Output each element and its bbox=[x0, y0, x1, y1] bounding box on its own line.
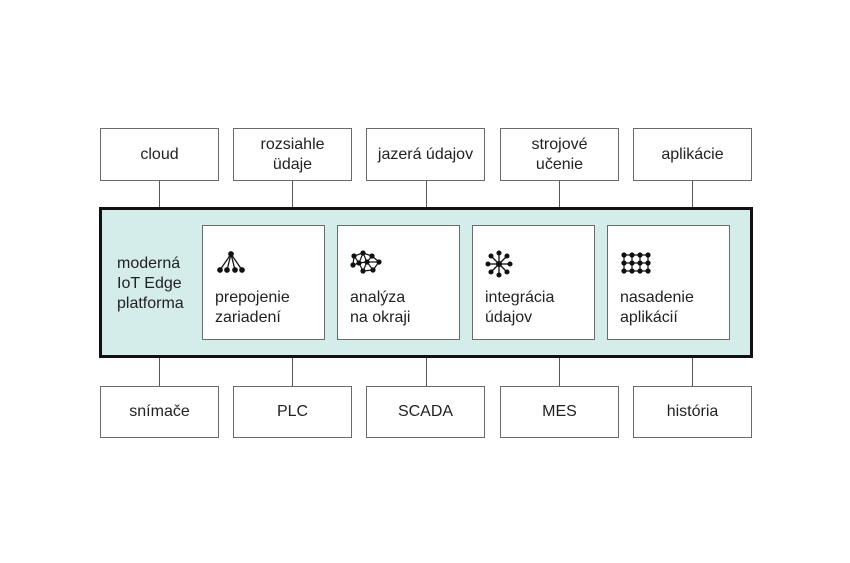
top-box-data-lakes: jazerá údajov bbox=[366, 128, 485, 181]
bottom-box-mes: MES bbox=[500, 386, 619, 438]
connector-top-1 bbox=[159, 180, 160, 207]
connector-bottom-2 bbox=[292, 358, 293, 386]
module-label: prepojenie zariadení bbox=[215, 289, 290, 326]
module-label: integrácia údajov bbox=[485, 289, 555, 326]
connector-top-2 bbox=[292, 180, 293, 207]
connector-bottom-4 bbox=[559, 358, 560, 386]
bottom-box-history: história bbox=[633, 386, 752, 438]
connector-bottom-5 bbox=[692, 358, 693, 386]
mesh-network-icon bbox=[350, 250, 382, 274]
hub-spoke-icon bbox=[485, 250, 513, 278]
module-edge-analytics: analýza na okraji bbox=[337, 225, 460, 340]
platform-label: moderná IoT Edge platforma bbox=[117, 255, 184, 312]
module-label: nasadenie aplikácií bbox=[620, 289, 694, 326]
connector-top-3 bbox=[426, 180, 427, 207]
connector-top-5 bbox=[692, 180, 693, 207]
module-app-deployment: nasadenie aplikácií bbox=[607, 225, 730, 340]
top-box-applications: aplikácie bbox=[633, 128, 752, 181]
connector-bottom-3 bbox=[426, 358, 427, 386]
top-box-big-data: rozsiahle üdaje bbox=[233, 128, 352, 181]
connector-bottom-1 bbox=[159, 358, 160, 386]
module-data-integration: integrácia údajov bbox=[472, 225, 595, 340]
bottom-box-plc: PLC bbox=[233, 386, 352, 438]
connector-top-4 bbox=[559, 180, 560, 207]
module-label: analýza na okraji bbox=[350, 289, 411, 326]
module-device-connectivity: prepojenie zariadení bbox=[202, 225, 325, 340]
bottom-box-scada: SCADA bbox=[366, 386, 485, 438]
tree-hierarchy-icon bbox=[217, 251, 245, 273]
top-box-cloud: cloud bbox=[100, 128, 219, 181]
bottom-box-sensors: snímače bbox=[100, 386, 219, 438]
top-box-machine-learning: strojové učenie bbox=[500, 128, 619, 181]
grid-nodes-icon bbox=[621, 252, 651, 274]
